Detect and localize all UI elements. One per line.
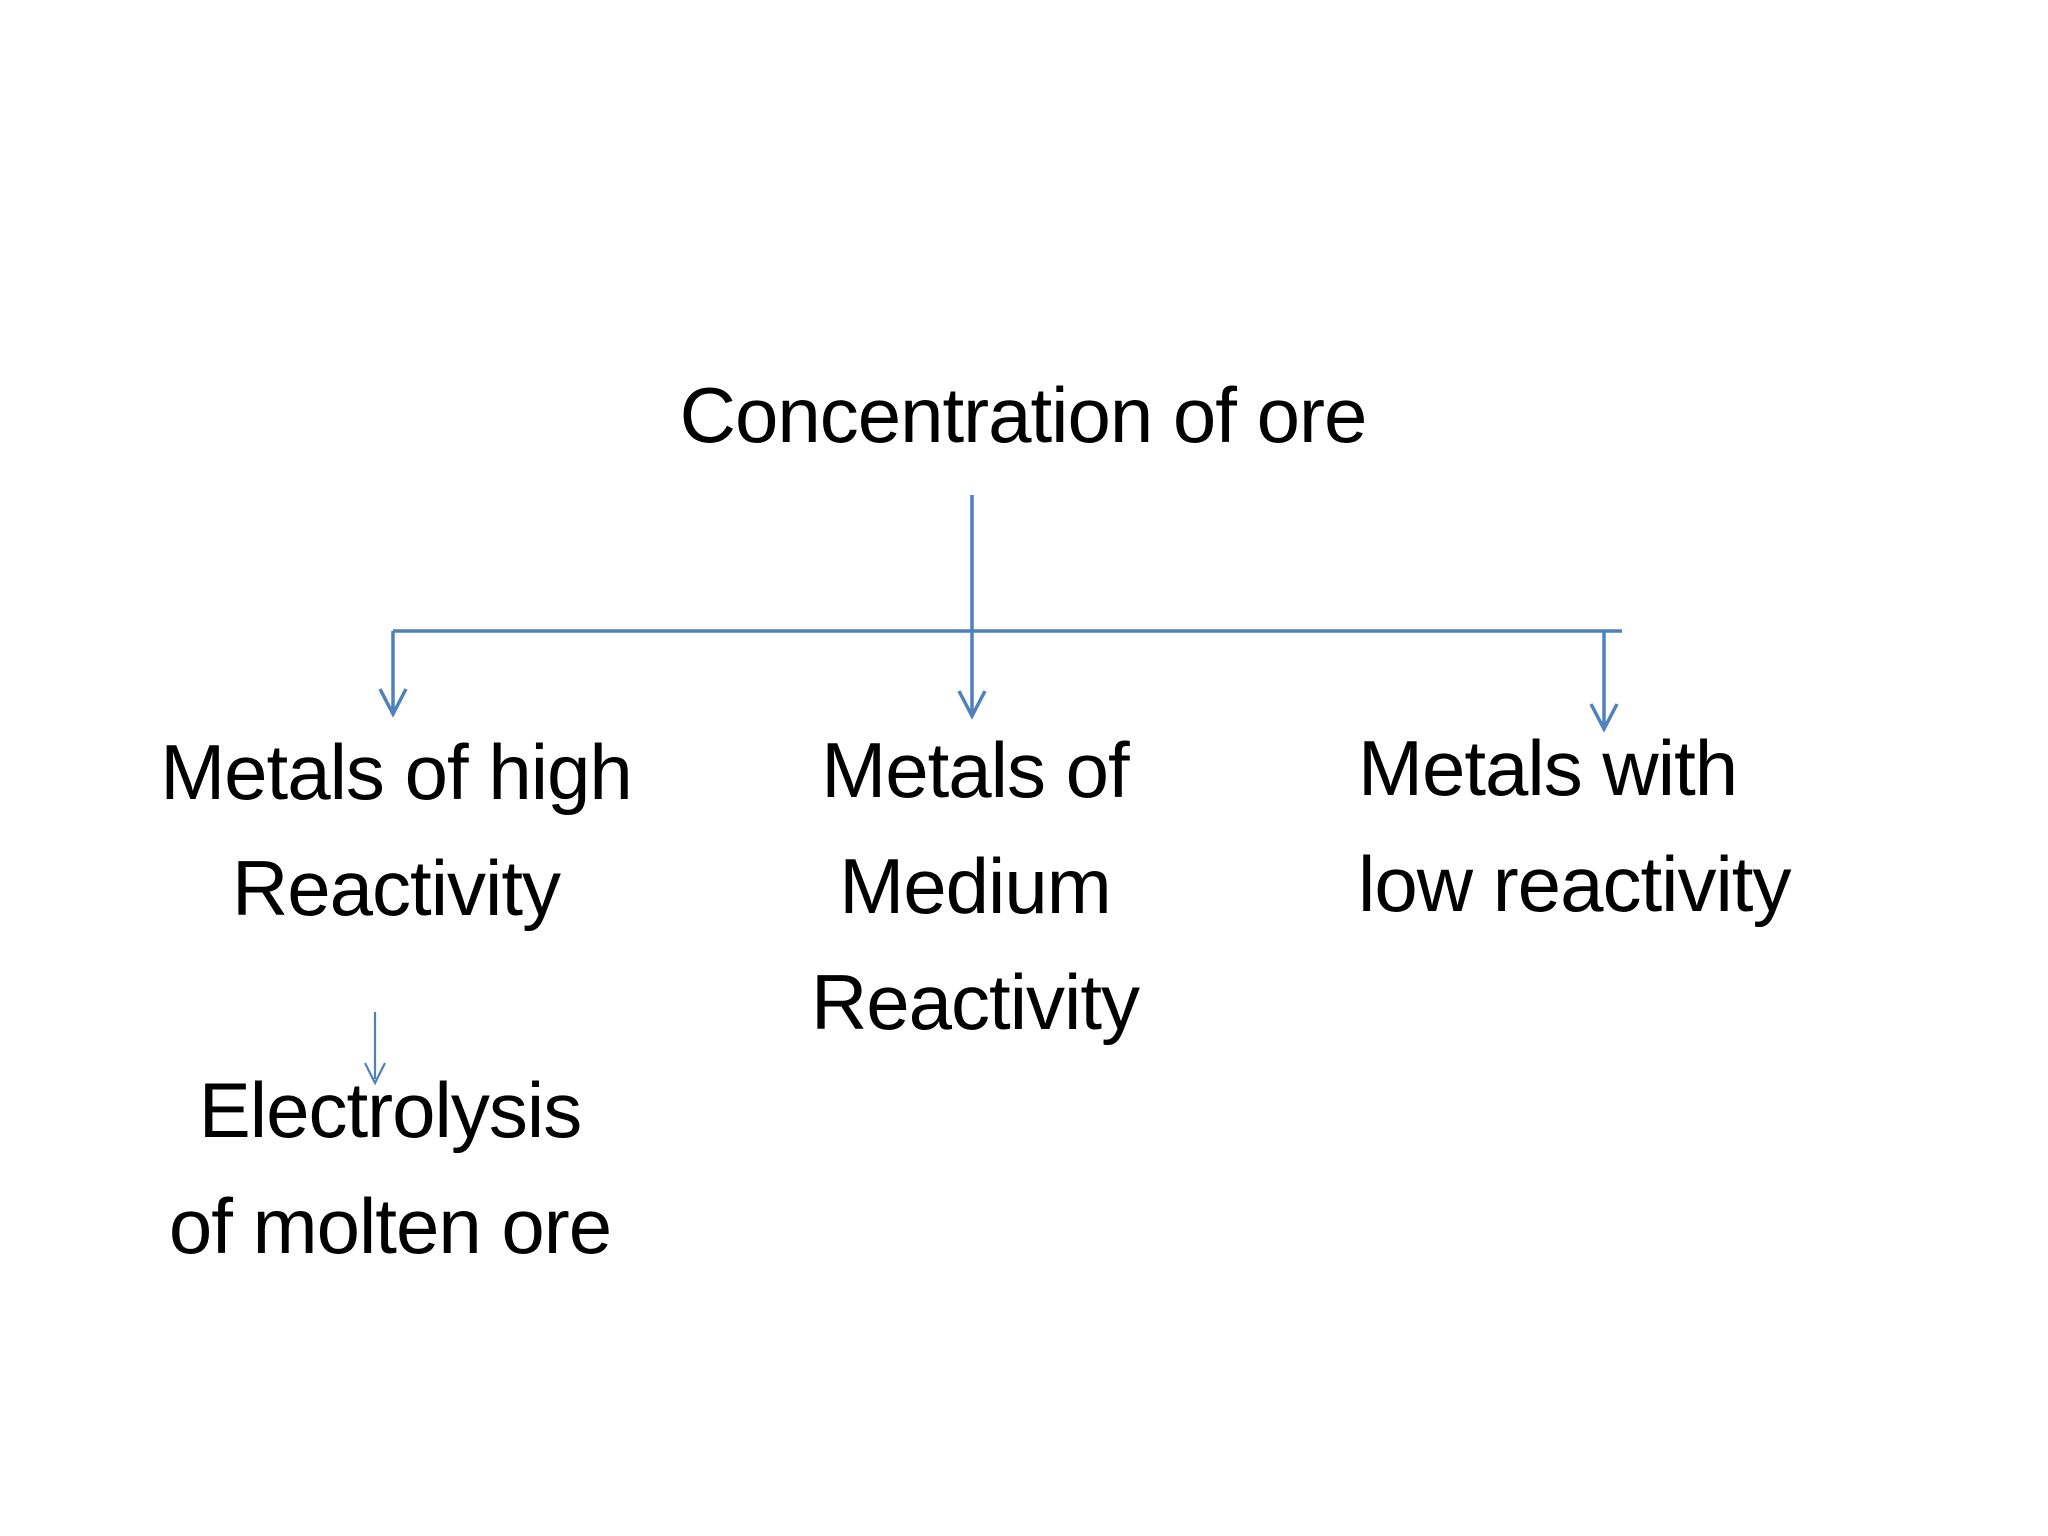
node-line: Medium [839,842,1111,930]
node-line: Electrolysis [198,1066,582,1154]
node-line: Metals with [1358,724,1738,812]
node-line: Reactivity [231,844,561,932]
arrow-down-icon [378,688,408,718]
node-concentration-of-ore: Concentration of ore [679,371,1368,459]
node-line: Metals of [821,726,1129,814]
node-metals-with-low-reactivity: Metals with low reactivity [1358,710,1918,942]
node-line: Reactivity [810,958,1140,1046]
node-metals-of-medium-reactivity: Metals of Medium Reactivity [675,712,1275,1060]
node-line: of molten ore [168,1182,612,1270]
node-metals-of-high-reactivity: Metals of high Reactivity [96,714,696,946]
node-electrolysis-of-molten-ore: Electrolysis of molten ore [90,1052,690,1284]
node-line: Metals of high [160,728,633,816]
node-line: low reactivity [1358,840,1791,928]
